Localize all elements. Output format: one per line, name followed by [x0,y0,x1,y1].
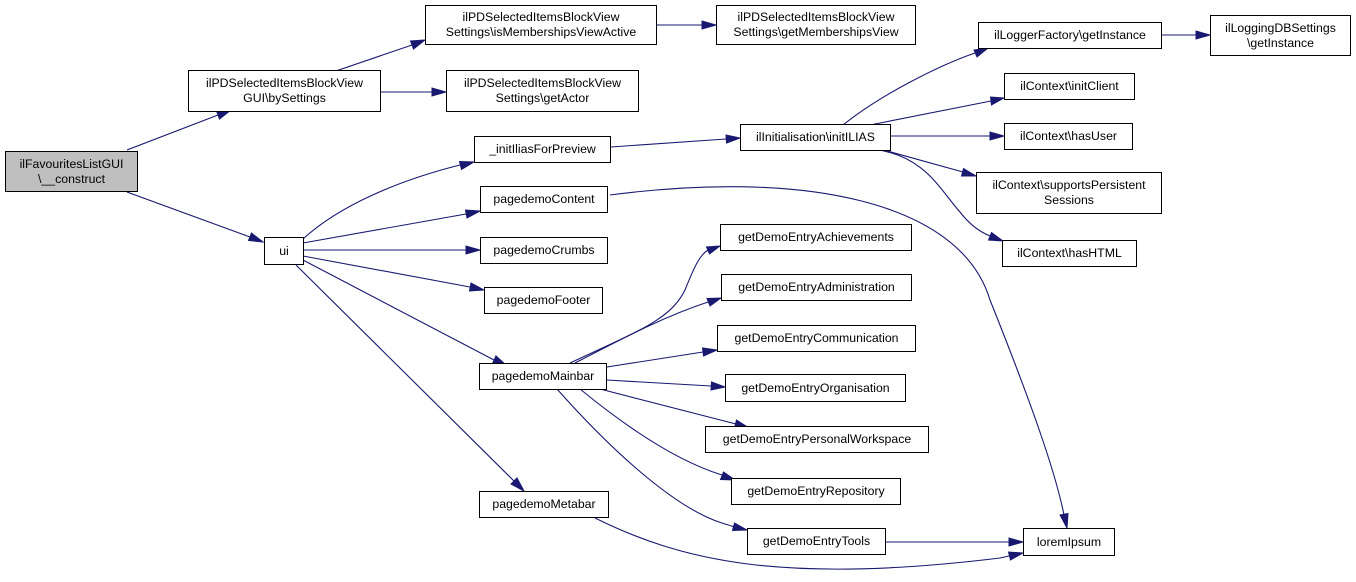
edge-arrowhead [731,522,749,532]
edge-pagedemomainbar-to-tools [556,388,735,528]
edge-arrowhead [725,134,742,144]
edge-initilias-to-hashtml [871,148,991,237]
node-pagedemocrumbs[interactable]: pagedemoCrumbs [480,237,608,264]
node-getdemoentrycommunication[interactable]: getDemoEntryCommunication [717,325,916,352]
edge-pagedemomainbar-to-communication [606,351,704,368]
edge-arrowhead [465,245,482,255]
edge-arrowhead [987,231,1005,242]
node-ismembershipsviewactive[interactable]: ilPDSelectedItemsBlockView Settings\isMe… [425,5,657,45]
node-ilcontext-hashtml[interactable]: ilContext\hasHTML [1002,240,1137,267]
edge-pagedemomainbar-to-organisation [606,379,712,387]
edge-initilias-to-supportspersistentsessions [879,148,964,173]
edge-arrowhead [510,477,526,493]
node-ilcontext-hasuser[interactable]: ilContext\hasUser [1004,123,1133,150]
edge-arrowhead [468,282,486,292]
node-ui[interactable]: ui [264,237,304,265]
node-getmembershipsview[interactable]: ilPDSelectedItemsBlockView Settings\getM… [716,5,916,45]
node-pagedemofooter[interactable]: pagedemoFooter [484,287,603,314]
edge-arrowhead [989,131,1006,141]
node-ilcontext-supportspersistentsessions[interactable]: ilContext\supportsPersistent Sessions [976,172,1162,214]
edge-pagedemomainbar-to-personalworkspace [599,388,737,425]
edge-arrowhead [989,96,1006,106]
edge-ui-to-pagedemofooter [302,255,471,288]
node-loremipsum[interactable]: loremIpsum [1023,528,1115,556]
edge-initiliasforpreview-to-initilias [610,138,727,148]
edge-arrowhead [1007,551,1025,561]
node-getdemoentryrepository[interactable]: getDemoEntryRepository [731,478,901,505]
edge-ui-to-pagedemometabar [295,264,515,482]
edge-arrowhead [464,209,482,219]
edge-arrowhead [1008,537,1025,547]
edge-pagedemocontent-to-loremipsum [609,186,1065,516]
edge-bysettings-to-ismembershipsviewactive [329,44,413,74]
edge-root-to-bysettings [126,114,219,151]
edge-arrowhead [247,232,265,243]
node-getdemoentryadministration[interactable]: getDemoEntryAdministration [721,274,912,301]
edge-arrowhead [973,47,990,58]
edge-pagedemomainbar-to-administration [574,301,709,364]
edge-arrowhead [458,160,476,171]
edge-arrowhead [960,167,978,177]
edge-pagedemomainbar-to-repository [579,388,723,476]
node-getdemoentryorganisation[interactable]: getDemoEntryOrganisation [725,374,906,402]
edge-arrowhead [1195,30,1212,40]
edge-arrowhead [701,20,718,30]
node-initiliasforpreview[interactable]: _initIliasForPreview [474,136,611,163]
edge-initilias-to-loggerfactory [842,52,976,126]
node-ilfavouriteslistgui-construct: ilFavouritesListGUI \__construct [5,151,138,192]
call-edges [126,20,1212,570]
edge-arrowhead [701,347,719,357]
edge-initilias-to-initclient [869,100,992,126]
edge-arrowhead [409,39,427,50]
edge-arrowhead [706,297,723,307]
edge-ui-to-pagedemomainbar [302,259,495,361]
edge-arrowhead [710,381,727,391]
edge-ui-to-initiliasforpreview [302,164,461,240]
node-getdemoentrytools[interactable]: getDemoEntryTools [747,528,886,555]
node-getdemoentryachievements[interactable]: getDemoEntryAchievements [720,224,912,251]
node-ilinitialisation-initilias[interactable]: ilInitialisation\initILIAS [740,124,891,151]
edge-arrowhead [705,245,722,255]
edge-pagedemometabar-to-loremipsum [594,517,1010,570]
node-ilpdselecteditemsblockviewgui-bysettings[interactable]: ilPDSelectedItemsBlockView GUI\bySetting… [188,70,381,112]
edge-arrowhead [1059,512,1069,530]
node-pagedemometabar[interactable]: pagedemoMetabar [479,491,609,518]
node-ilcontext-initclient[interactable]: ilContext\initClient [1004,73,1135,100]
node-pagedemomainbar[interactable]: pagedemoMainbar [479,363,607,390]
edge-root-to-ui [126,191,251,238]
node-illoggerfactory-getinstance[interactable]: ilLoggerFactory\getInstance [978,22,1162,49]
node-getdemoentrypersonalworkspace[interactable]: getDemoEntryPersonalWorkspace [705,426,929,453]
edge-ui-to-pagedemocontent [302,213,467,244]
node-illoggingdbsettings-getinstance[interactable]: ilLoggingDBSettings \getInstance [1210,15,1351,56]
edge-arrowhead [431,87,448,97]
node-pagedemocontent[interactable]: pagedemoContent [480,186,608,213]
node-getactor[interactable]: ilPDSelectedItemsBlockView Settings\getA… [446,70,639,112]
